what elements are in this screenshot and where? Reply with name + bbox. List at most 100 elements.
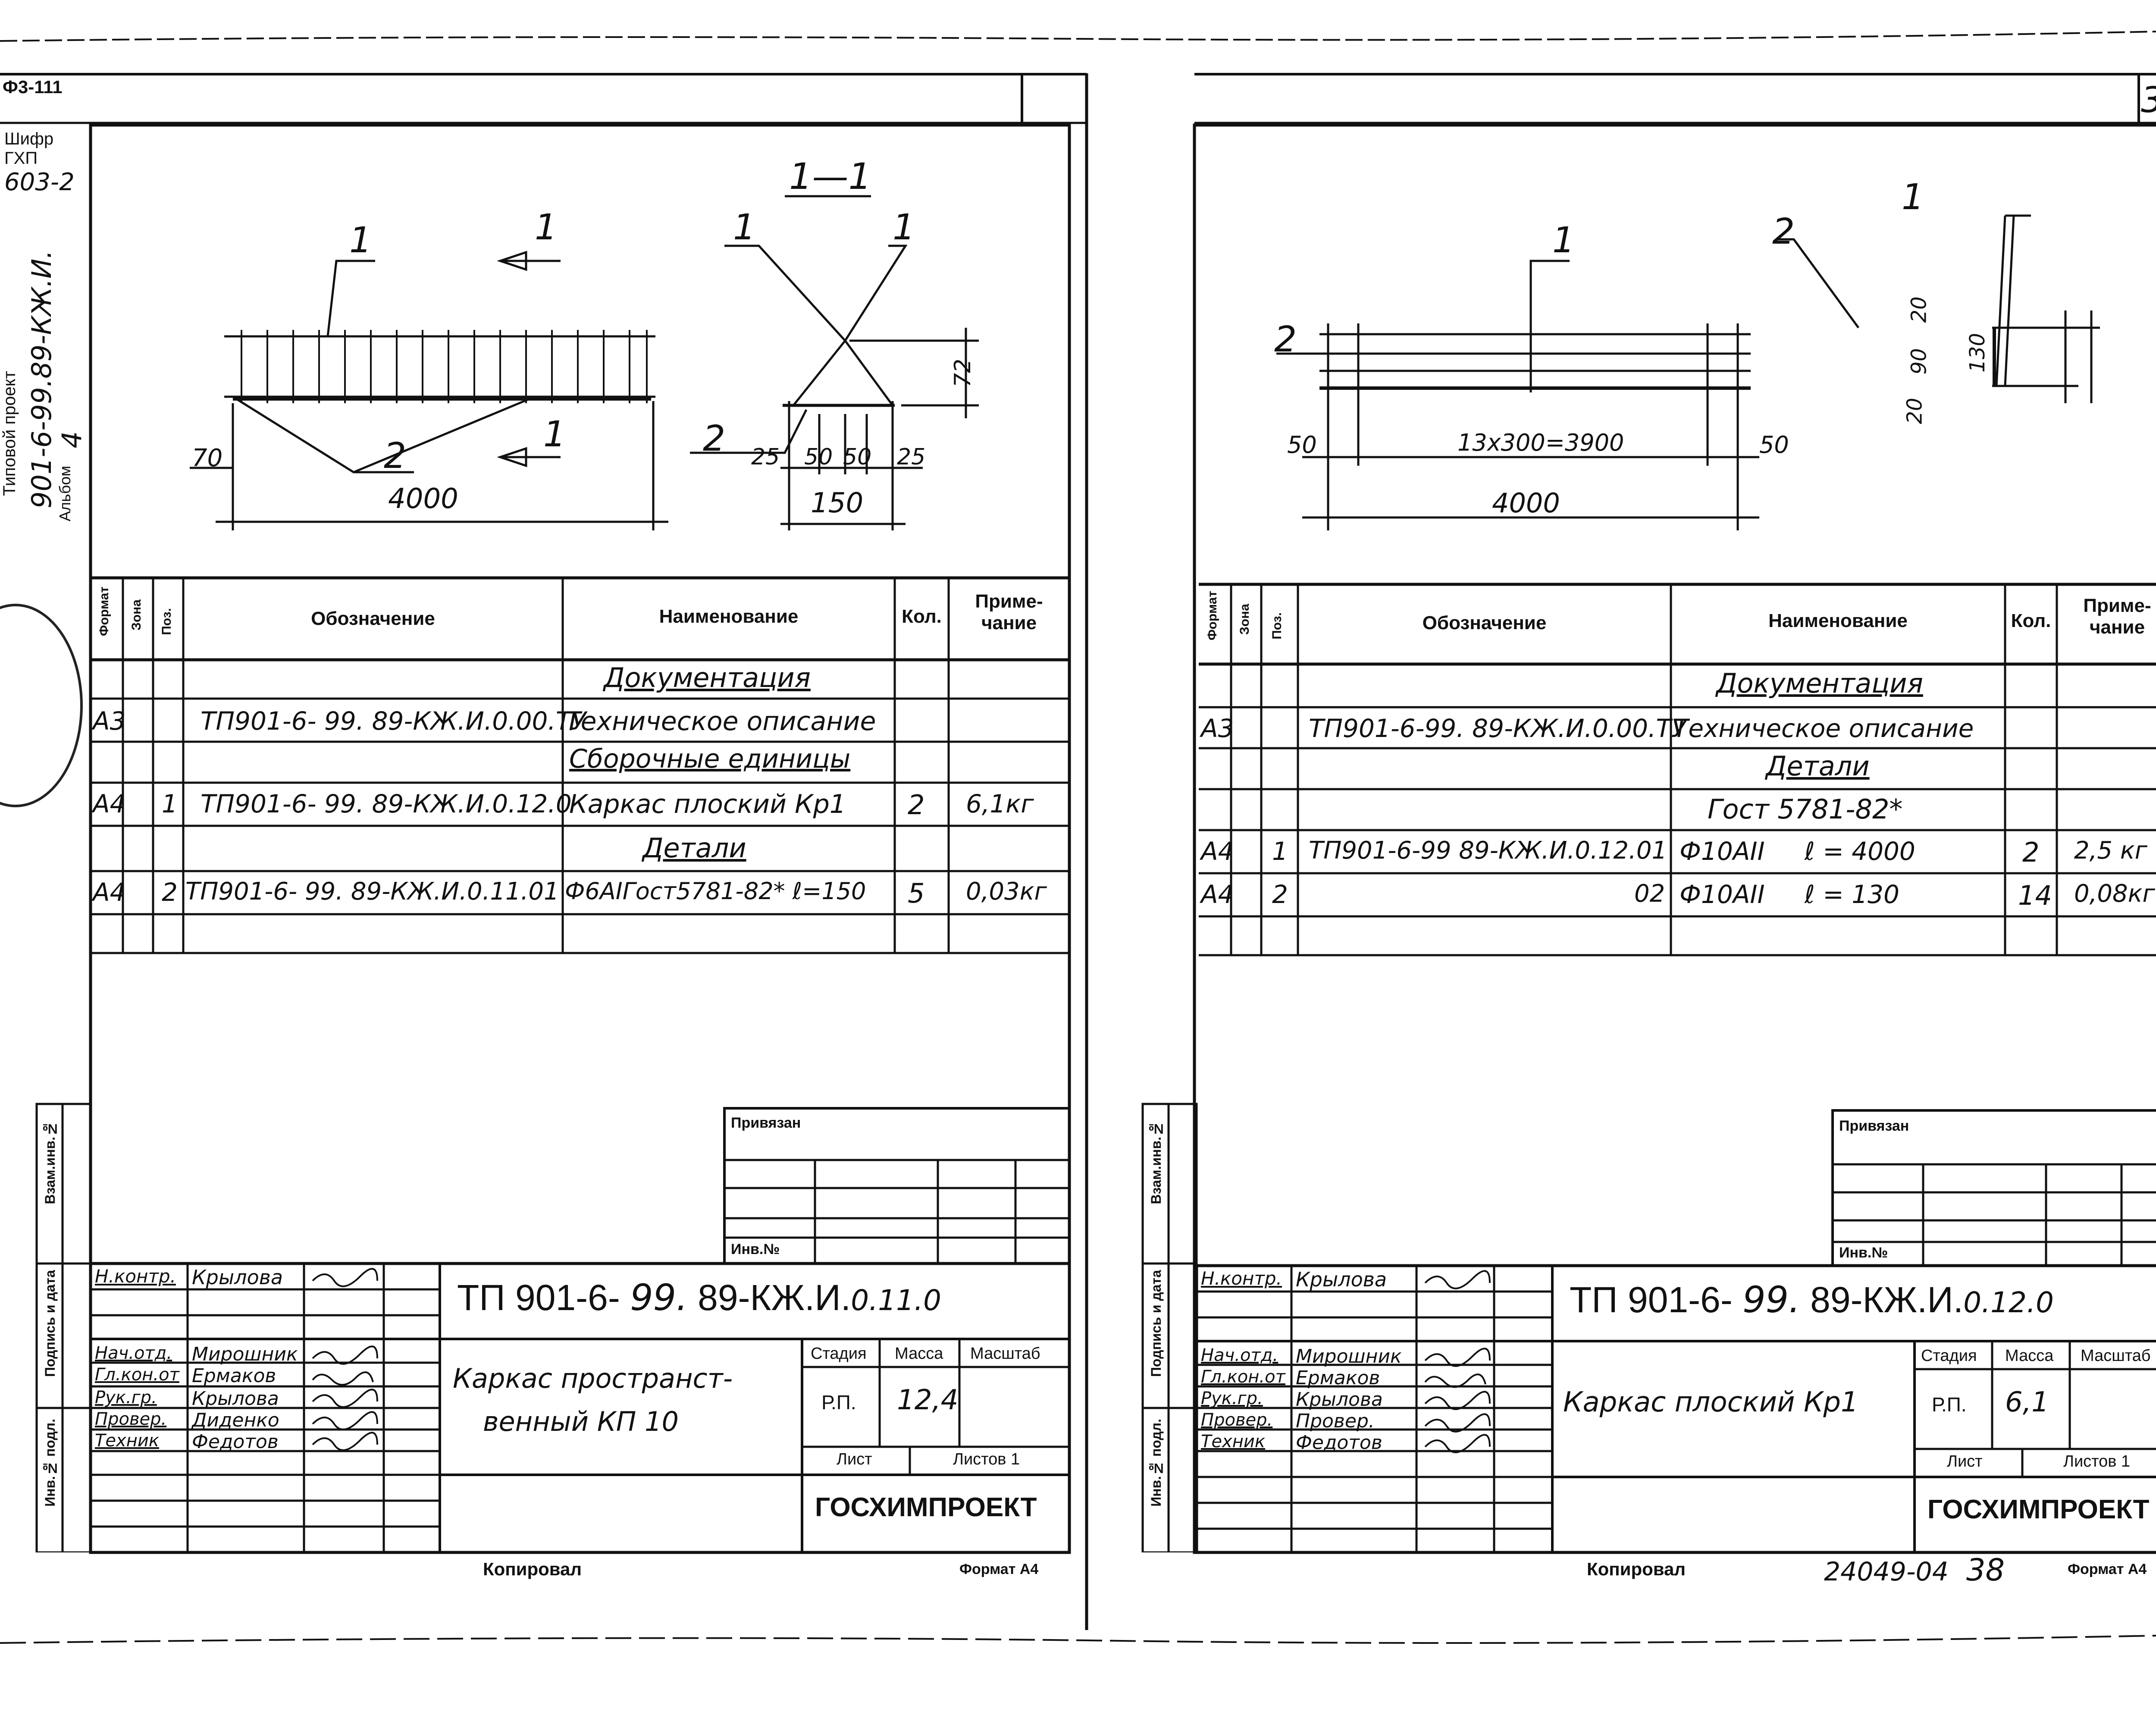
footer-copied: Копировал: [483, 1559, 582, 1579]
table-cell-format: А4: [93, 878, 126, 907]
table-cell-designation: ТП901-6-99 89-КЖ.И.0.12.01: [1309, 837, 1667, 865]
table-cell-note: 6,1кг: [966, 789, 1034, 818]
drawing-code: ТП 901-6- 99. 89-КЖ.И.0.11.0: [457, 1276, 941, 1319]
left-drawing: [190, 195, 979, 530]
privyazan-label: Привязан: [731, 1115, 801, 1131]
right-table-grid: [1199, 583, 2156, 956]
leader-label: 2: [703, 418, 726, 459]
col-header-designation: Обозначение: [311, 608, 435, 629]
col-header-note: Приме- чание: [2057, 595, 2156, 638]
stage-value: Р.П.: [1932, 1393, 1967, 1416]
role-label: Нач.отд.: [1201, 1345, 1279, 1365]
table-cell-format: А4: [1201, 837, 1234, 866]
signature-marks: [1424, 1270, 1491, 1453]
leader-label: 1: [349, 220, 372, 261]
corner-code: Ф3-111: [3, 77, 63, 97]
dimension-label: 150: [811, 487, 864, 519]
right-titleblock-grid: [1141, 1103, 2156, 1552]
sheets-label: Листов 1: [2063, 1452, 2131, 1470]
table-cell-name: Ф10АII ℓ = 130: [1680, 880, 1899, 909]
dimension-label: 70: [192, 444, 223, 472]
drawing-code-part: 89-КЖ.И.: [698, 1277, 851, 1318]
leader-label: 2: [384, 436, 407, 477]
dimension-label: 50: [804, 444, 833, 470]
side-label-podpis: Подпись и дата: [1148, 1270, 1164, 1377]
leader-label: 1: [1552, 220, 1575, 261]
dimension-label: 4000: [1492, 487, 1560, 519]
role-label: Нач.отд.: [95, 1343, 172, 1363]
role-label: Техник: [95, 1431, 160, 1451]
table-cell-designation: ТП901-6- 99. 89-КЖ.И.0.11.01: [185, 878, 559, 906]
drawing-code-part: ТП 901-6-: [457, 1277, 620, 1318]
leader-label: 1: [733, 207, 756, 248]
footer-format: Формат А4: [959, 1561, 1039, 1577]
footer-format: Формат А4: [2068, 1561, 2147, 1577]
col-header-note: Приме- чание: [949, 591, 1069, 634]
mass-value: 12,4: [897, 1384, 959, 1416]
drawing-code-part: ТП 901-6-: [1570, 1279, 1733, 1320]
side-shifr: Шифр ГХП: [4, 129, 54, 168]
drawing-code-part: 99.: [630, 1276, 688, 1319]
person-name: Мирошник: [192, 1343, 298, 1365]
table-cell-designation: ТП901-6- 99. 89-КЖ.И.0.00.ТУ: [201, 706, 586, 736]
leader-label: 1: [1902, 177, 1924, 218]
col-header-note-line1: Приме-: [975, 591, 1043, 612]
col-header-qty: Кол.: [902, 606, 942, 627]
leader-label: 1: [543, 414, 566, 455]
table-cell-qty: 2: [908, 789, 925, 821]
leader-label: 2: [1772, 211, 1795, 252]
person-name: Крылова: [1296, 1389, 1383, 1411]
col-header-note-line2: чание: [2089, 617, 2145, 638]
person-name: Диденко: [192, 1409, 279, 1431]
table-cell-designation: ТП901-6- 99. 89-КЖ.И.0.12.0: [201, 789, 572, 818]
table-heading: Документация: [604, 662, 811, 693]
side-label-vzam: Взам.инв.№: [1148, 1121, 1164, 1204]
table-heading: Документация: [1716, 668, 1923, 699]
drawing-code: ТП 901-6- 99. 89-КЖ.И.0.12.0: [1570, 1279, 2054, 1321]
table-cell-name: Ф10АII ℓ = 4000: [1680, 837, 1915, 866]
table-cell-format: А4: [1201, 880, 1234, 909]
dimension-label: 25: [751, 444, 780, 470]
dimension-label: 25: [897, 444, 926, 470]
sheets-label: Листов 1: [953, 1450, 1020, 1468]
section-label: 1—1: [789, 155, 871, 198]
role-label: Провер.: [95, 1409, 167, 1429]
table-cell-name: Техническое описание: [565, 706, 876, 737]
stage-label: Стадия: [811, 1345, 867, 1363]
footer-copied: Копировал: [1587, 1559, 1686, 1579]
col-header-note-line1: Приме-: [2083, 595, 2151, 616]
table-cell-qty: 2: [2022, 837, 2040, 868]
inv-no-label: Инв.№: [731, 1241, 780, 1257]
dimension-label: 4000: [388, 483, 458, 515]
drawing-code-part: 0.11.0: [851, 1284, 942, 1317]
sheet-label: Лист: [1947, 1452, 1983, 1470]
role-label: Гл.кон.от: [1201, 1367, 1285, 1387]
inv-no-label: Инв.№: [1839, 1245, 1888, 1261]
leader-label: 1: [535, 207, 558, 248]
table-cell-name: Гост 5781-82*: [1708, 793, 1903, 825]
person-name: Крылова: [192, 1388, 279, 1410]
drawing-name-line1: Каркас плоский Кр1: [1563, 1386, 1858, 1418]
table-heading: Сборочные единицы: [569, 744, 851, 774]
person-name: Ермаков: [192, 1365, 276, 1387]
dimension-label: 13х300=3900: [1457, 429, 1624, 456]
sheet-label: Лист: [837, 1450, 872, 1468]
table-heading: Детали: [1766, 750, 1870, 782]
scale-label: Масштаб: [970, 1345, 1040, 1363]
col-header-name: Наименование: [659, 606, 799, 627]
person-name: Ермаков: [1296, 1367, 1380, 1389]
table-cell-qty: 14: [2018, 880, 2052, 911]
table-cell-name: Каркас плоский Кр1: [569, 789, 846, 819]
role-label: Рук.гр.: [1201, 1389, 1263, 1408]
role-label: Н.контр.: [1201, 1268, 1282, 1289]
side-project-block: Шифр ГХП 603-2: [0, 129, 86, 196]
table-heading: Детали: [642, 832, 746, 864]
stage-value: Р.П.: [821, 1391, 856, 1414]
page-number: 37: [2141, 80, 2156, 121]
role-label: Провер.: [1201, 1410, 1273, 1430]
mass-label: Масса: [2005, 1347, 2054, 1365]
table-cell-pos: 1: [162, 789, 178, 818]
signature-marks: [312, 1268, 378, 1451]
drawing-name-line2: венный КП 10: [483, 1406, 679, 1437]
drawing-code-part: 0.12.0: [1963, 1286, 2054, 1319]
